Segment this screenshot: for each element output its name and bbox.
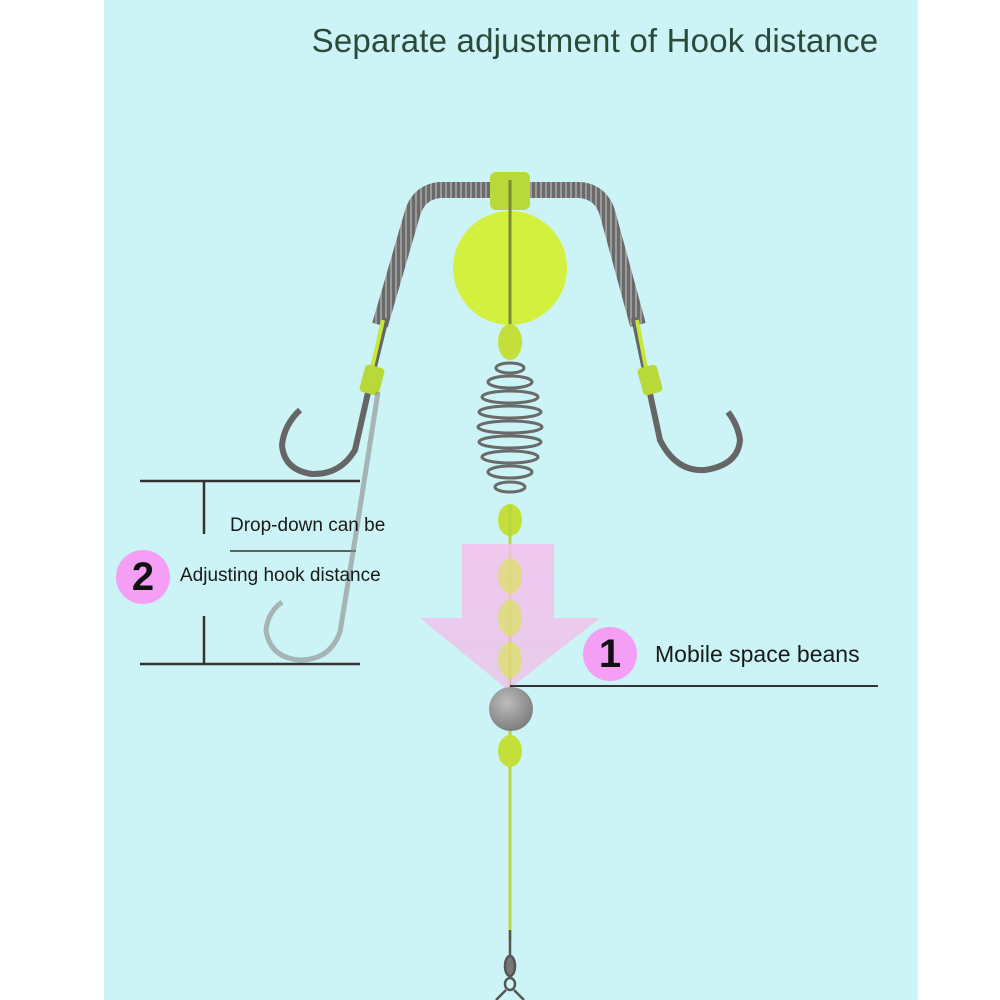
stopper-bean bbox=[498, 735, 522, 767]
right-hook bbox=[631, 317, 744, 474]
spring-arms bbox=[372, 182, 646, 328]
callout-1-number: 1 bbox=[598, 631, 622, 676]
callout-1-badge: 1 bbox=[583, 627, 637, 681]
callout-2-line2: Adjusting hook distance bbox=[180, 565, 381, 586]
left-hook bbox=[278, 317, 389, 478]
moving-beans bbox=[498, 558, 522, 678]
callout-1-label: Mobile space beans bbox=[655, 641, 860, 667]
callout-2-badge: 2 bbox=[116, 550, 170, 604]
callout-2-line1: Drop-down can be bbox=[230, 515, 386, 536]
swivel bbox=[495, 930, 525, 1000]
distance-bracket bbox=[140, 479, 360, 666]
dropdown-hook-ghost bbox=[263, 391, 381, 663]
diagram-title: Separate adjustment of Hook distance bbox=[311, 22, 879, 59]
center-feeder bbox=[453, 172, 567, 360]
sinker-ball bbox=[489, 687, 533, 731]
center-spring bbox=[476, 361, 544, 494]
callout-2-number: 2 bbox=[131, 554, 155, 599]
